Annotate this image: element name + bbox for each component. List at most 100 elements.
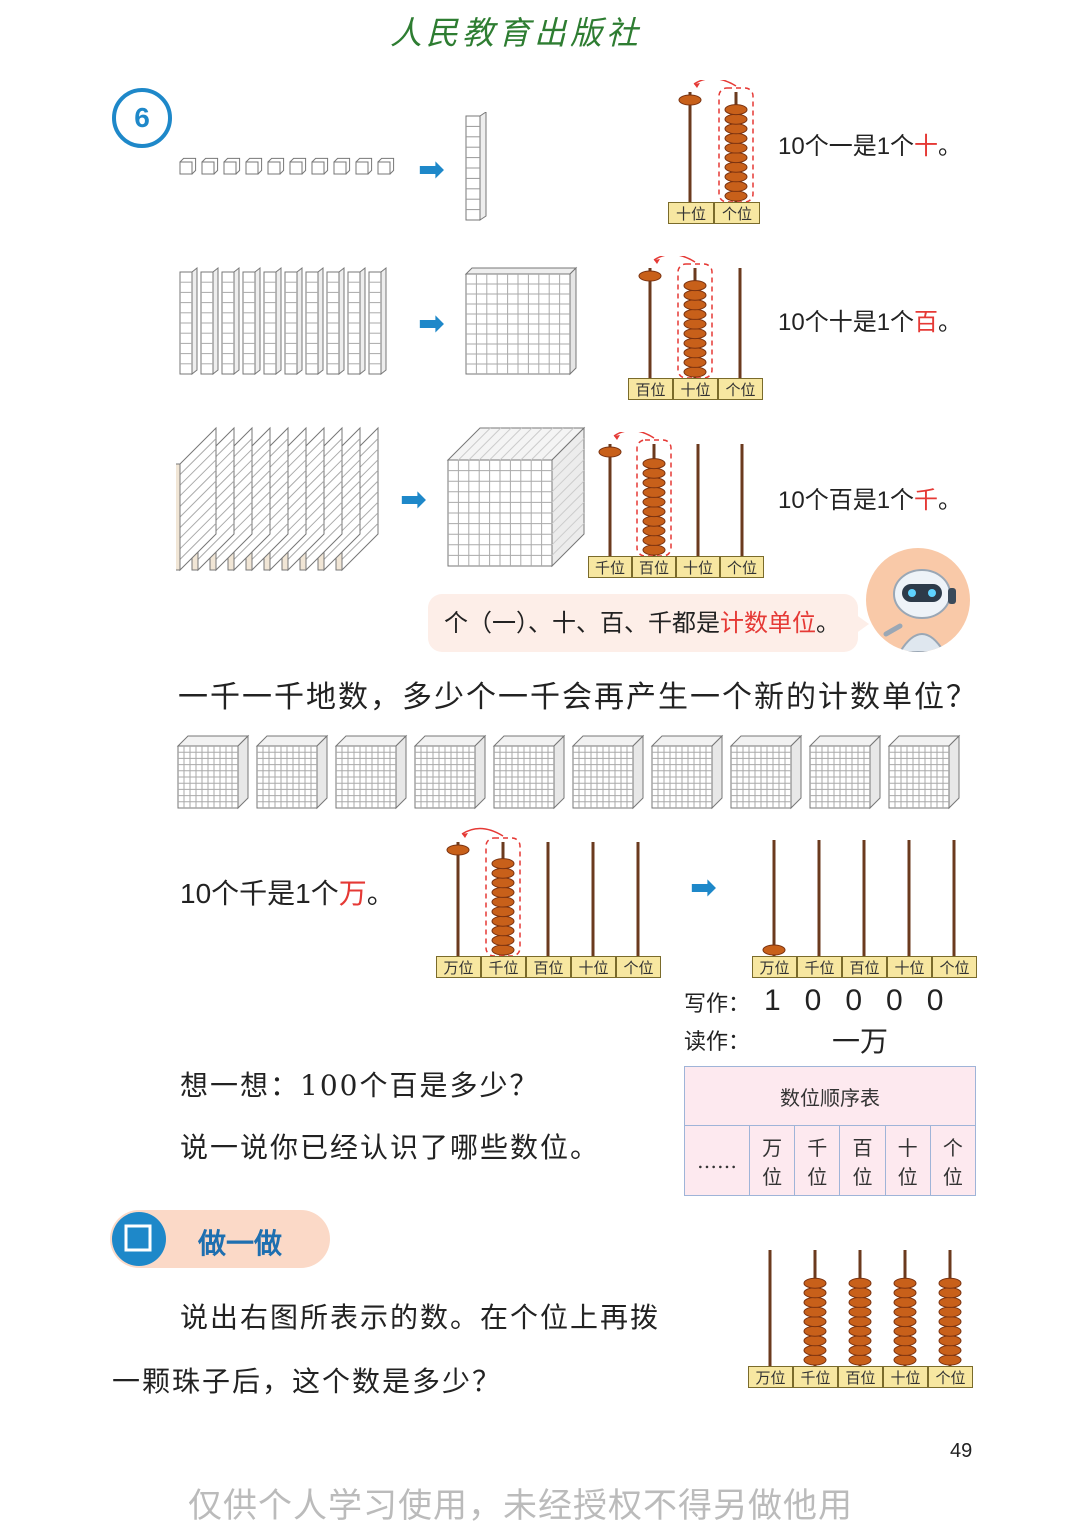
bead bbox=[598, 446, 622, 458]
carry-arrow-head bbox=[654, 259, 660, 264]
place-label: 个位 bbox=[720, 556, 764, 578]
rule-unit: 百 bbox=[914, 309, 939, 336]
bead bbox=[683, 289, 707, 301]
practice-line-2: 一颗珠子后，这个数是多少？ bbox=[112, 1365, 503, 1398]
abacus-6-labels: 万位 千位 百位 十位 个位 bbox=[748, 1366, 973, 1388]
rule-ten: 10个一是1个十。 bbox=[778, 126, 962, 161]
read-label: 读作： bbox=[684, 1030, 751, 1055]
bead bbox=[848, 1335, 872, 1347]
bead bbox=[491, 896, 515, 908]
bead bbox=[683, 328, 707, 340]
arrow-right-icon: ➡ bbox=[418, 304, 445, 342]
carry-arrow bbox=[693, 80, 737, 87]
place-label: 十位 bbox=[887, 956, 932, 978]
write-label: 写作： bbox=[684, 992, 751, 1017]
bead bbox=[678, 94, 702, 106]
place-label: 个位 bbox=[932, 956, 977, 978]
place-label: 百位 bbox=[838, 1366, 883, 1388]
rule-suffix: 。 bbox=[938, 133, 963, 160]
bead bbox=[724, 113, 748, 125]
bead bbox=[938, 1335, 962, 1347]
bead bbox=[491, 886, 515, 898]
table-cell-wan: 万位 bbox=[748, 1125, 796, 1196]
rule-suffix: 。 bbox=[938, 309, 963, 336]
bead bbox=[683, 318, 707, 330]
place-label: 个位 bbox=[718, 378, 763, 400]
abacus-5 bbox=[762, 840, 956, 956]
table-ellipsis: …… bbox=[684, 1125, 750, 1196]
publisher-logo: 人民教育出版社 bbox=[390, 14, 643, 52]
bead bbox=[803, 1306, 827, 1318]
bead bbox=[893, 1277, 917, 1289]
bead bbox=[642, 525, 666, 537]
abacus-4-labels: 万位 千位 百位 十位 个位 bbox=[436, 956, 661, 978]
bead bbox=[683, 347, 707, 359]
place-label: 千位 bbox=[588, 556, 632, 578]
rule-thousand: 10个百是1个千。 bbox=[778, 480, 962, 515]
bead bbox=[803, 1335, 827, 1347]
bead bbox=[491, 906, 515, 918]
question-text: 一千一千地数，多少个一千会再产生一个新的计数单位？ bbox=[178, 680, 978, 715]
abacus-2-labels: 百位 十位 个位 bbox=[628, 378, 763, 400]
rule-text: 10个十是1个 bbox=[778, 309, 915, 336]
abacus-3-labels: 千位 百位 十位 个位 bbox=[588, 556, 764, 578]
bead bbox=[724, 142, 748, 154]
ten-thousand-cubes-illustration bbox=[176, 734, 961, 810]
bead bbox=[938, 1354, 962, 1366]
page-number: 49 bbox=[950, 1440, 973, 1462]
rule-unit: 万 bbox=[338, 878, 367, 909]
bead bbox=[724, 104, 748, 116]
place-label: 千位 bbox=[793, 1366, 838, 1388]
bead bbox=[938, 1287, 962, 1299]
rule-unit: 十 bbox=[914, 133, 939, 160]
bead bbox=[848, 1316, 872, 1328]
practice-title: 做一做 bbox=[198, 1227, 283, 1260]
think-line-1: 想一想：100个百是多少？ bbox=[180, 1069, 540, 1102]
bead bbox=[848, 1354, 872, 1366]
rule-suffix: 。 bbox=[938, 487, 963, 514]
table-cell-ge: 个位 bbox=[929, 1125, 977, 1196]
bead bbox=[893, 1325, 917, 1337]
bead bbox=[938, 1316, 962, 1328]
bead bbox=[893, 1335, 917, 1347]
arrow-right-icon: ➡ bbox=[690, 868, 717, 906]
bead bbox=[724, 190, 748, 202]
bead bbox=[724, 180, 748, 192]
carry-arrow-head bbox=[462, 833, 468, 838]
bubble-suffix: 。 bbox=[816, 609, 840, 637]
bead bbox=[642, 506, 666, 518]
bead bbox=[683, 356, 707, 368]
bead bbox=[724, 132, 748, 144]
bead bbox=[762, 944, 786, 956]
bubble-tail bbox=[855, 614, 869, 634]
bead bbox=[893, 1354, 917, 1366]
bead bbox=[848, 1277, 872, 1289]
bead bbox=[642, 458, 666, 470]
practice-icon bbox=[112, 1212, 166, 1266]
rule-unit: 千 bbox=[914, 487, 939, 514]
rule-text: 10个一是1个 bbox=[778, 133, 915, 160]
place-label: 十位 bbox=[668, 202, 714, 224]
bead bbox=[803, 1354, 827, 1366]
carry-arrow-head bbox=[694, 83, 700, 88]
bead bbox=[938, 1325, 962, 1337]
abacus-4 bbox=[446, 827, 640, 957]
bead bbox=[724, 123, 748, 135]
read-value: 一万 bbox=[832, 1025, 889, 1058]
bead bbox=[848, 1287, 872, 1299]
place-label: 万位 bbox=[748, 1366, 793, 1388]
table-title: 数位顺序表 bbox=[684, 1066, 976, 1126]
bead bbox=[683, 308, 707, 320]
bead bbox=[491, 867, 515, 879]
bead bbox=[491, 877, 515, 889]
table-cell-qian: 千位 bbox=[794, 1125, 841, 1196]
highlight-box bbox=[677, 263, 713, 379]
carry-arrow bbox=[461, 827, 504, 837]
bead bbox=[683, 280, 707, 292]
ten-rods-illustration bbox=[179, 266, 387, 376]
abacus-3 bbox=[598, 432, 744, 557]
place-order-table: 数位顺序表 …… 万位 千位 百位 十位 个位 bbox=[684, 1066, 977, 1196]
highlight-box bbox=[718, 87, 754, 203]
bead bbox=[803, 1316, 827, 1328]
bead bbox=[848, 1325, 872, 1337]
